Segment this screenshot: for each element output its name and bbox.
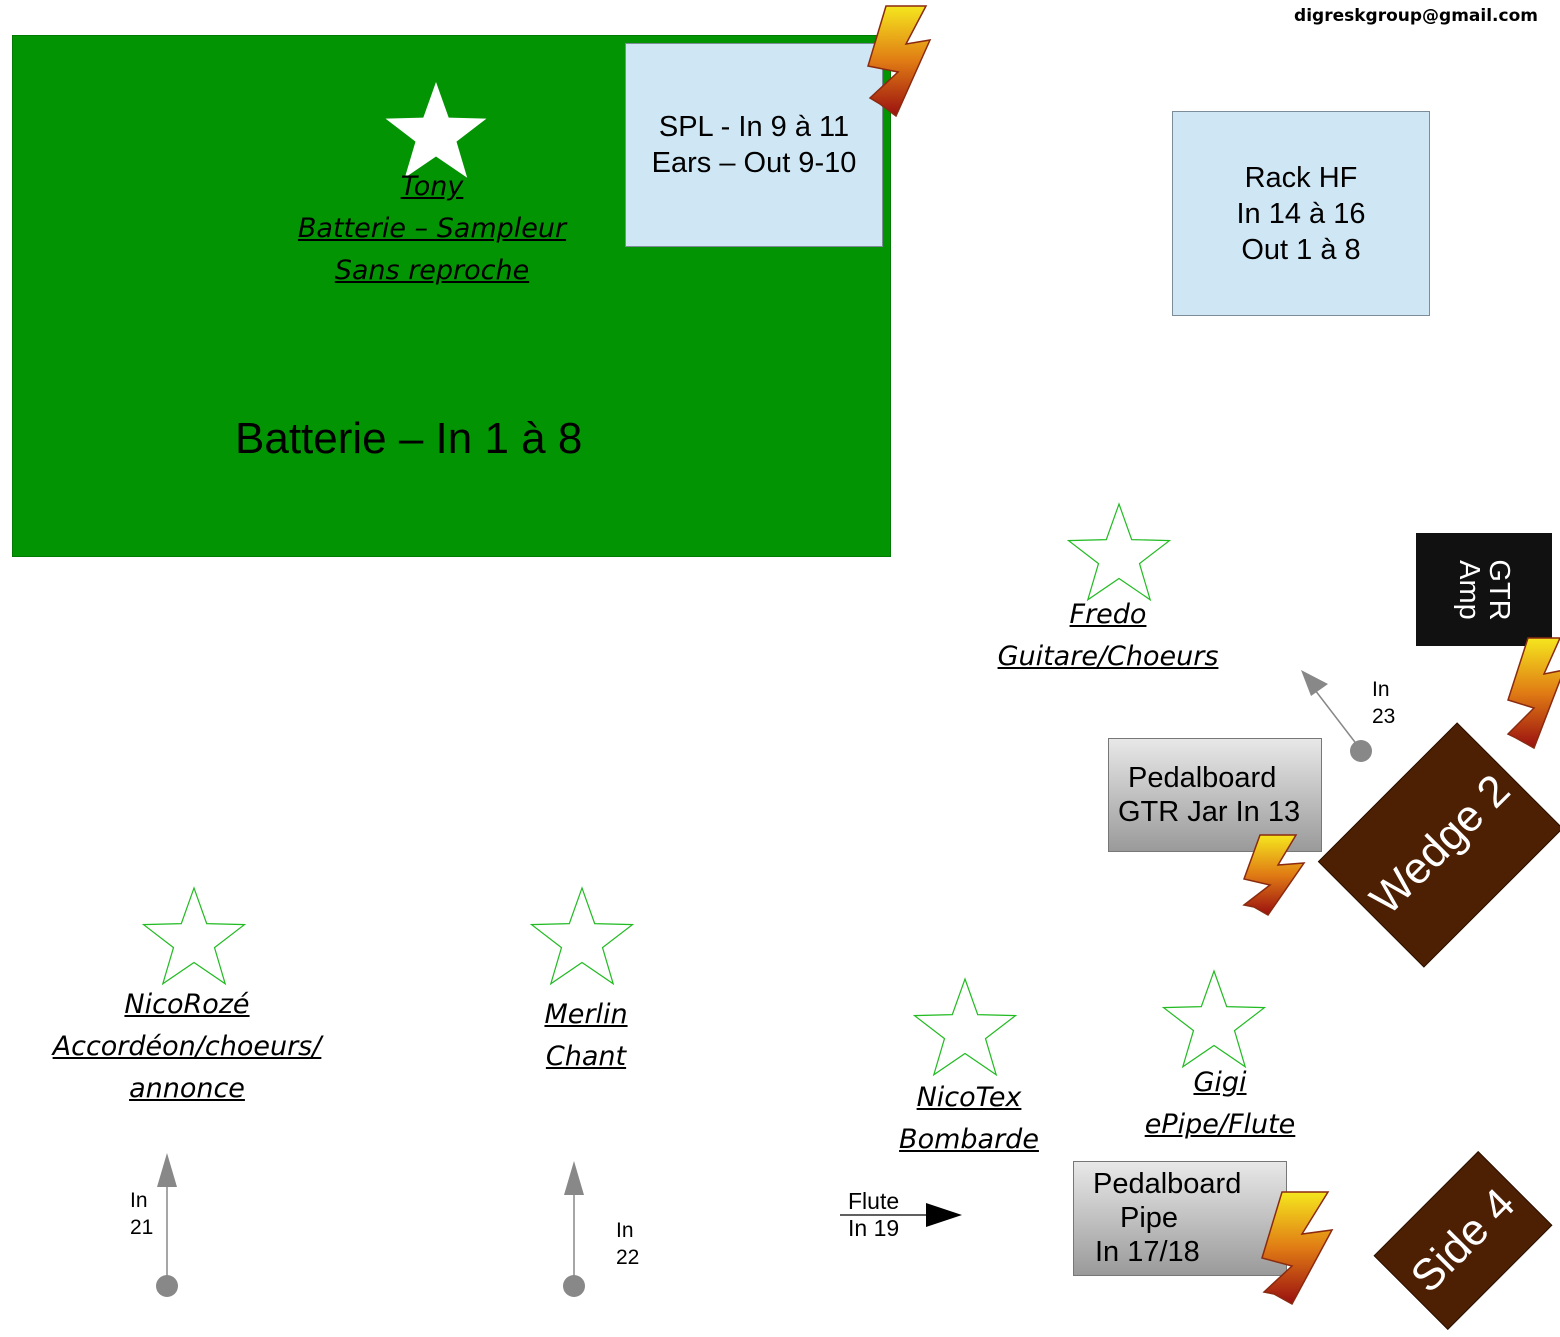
musician-merlin-name: Merlin [544, 999, 628, 1030]
contact-email: digreskgroup@gmail.com [1294, 6, 1538, 26]
musician-tony-role: Batterie – Sampleur [297, 213, 567, 244]
input-22-line1: In [616, 1219, 634, 1242]
rack-hf-line2: In 14 à 16 [1236, 197, 1366, 230]
star-icon [141, 886, 247, 986]
musician-nicotex-role: Bombarde [899, 1124, 1039, 1155]
musician-nicoroze-role: Accordéon/choeurs/ [52, 1031, 322, 1062]
musician-nicotex: NicoTex Bombarde [869, 1077, 1069, 1161]
musician-tony-name: Tony [400, 171, 464, 202]
lightning-bolt-icon [867, 5, 932, 118]
rack-hf-line1: Rack HF [1244, 161, 1358, 194]
mic-stand-icon [156, 1153, 178, 1297]
musician-fredo-role: Guitare/Choeurs [997, 641, 1219, 672]
musician-merlin: Merlin Chant [486, 994, 686, 1078]
pedalboard-gtr: Pedalboard GTR Jar In 13 [1108, 738, 1322, 852]
flute-arrow-icon [840, 1203, 962, 1227]
spl-box: SPL - In 9 à 11 Ears – Out 9-10 [625, 43, 883, 247]
musician-nicoroze-name: NicoRozé [124, 989, 250, 1020]
input-21-label: In 21 [130, 1187, 153, 1241]
rack-hf-box: Rack HF In 14 à 16 Out 1 à 8 [1172, 111, 1430, 316]
musician-nicoroze-note: annonce [129, 1073, 245, 1104]
input-23-line1: In [1372, 678, 1390, 701]
input-22-label: In 22 [616, 1217, 639, 1271]
musician-tony: Tony Batterie – Sampleur Sans reproche [252, 166, 612, 292]
musician-gigi: Gigi ePipe/Flute [1108, 1062, 1332, 1146]
musician-gigi-name: Gigi [1193, 1067, 1247, 1098]
pedalboard-pipe-line2: Pipe [1120, 1202, 1179, 1234]
musician-fredo: Fredo Guitare/Choeurs [948, 594, 1268, 678]
musician-merlin-role: Chant [545, 1041, 627, 1072]
star-icon [529, 886, 635, 986]
lightning-bolt-icon [1261, 1191, 1334, 1306]
drum-riser-label: Batterie – In 1 à 8 [235, 414, 583, 463]
musician-nicoroze: NicoRozé Accordéon/choeurs/ annonce [12, 984, 362, 1110]
input-23-label: In 23 [1372, 676, 1395, 730]
pedalboard-gtr-line2: GTR Jar In 13 [1118, 796, 1301, 828]
pedalboard-gtr-line1: Pedalboard [1128, 762, 1277, 794]
star-icon [1161, 969, 1267, 1069]
star-icon [1066, 502, 1172, 602]
musician-gigi-role: ePipe/Flute [1144, 1109, 1296, 1140]
star-icon [912, 977, 1018, 1077]
mic-stand-icon [1301, 670, 1372, 762]
spl-line2: Ears – Out 9-10 [651, 147, 857, 179]
lightning-bolt-icon [1506, 637, 1560, 750]
input-23-line2: 23 [1372, 705, 1396, 728]
flute-input-line1: Flute [848, 1188, 900, 1214]
spl-line1: SPL - In 9 à 11 [658, 111, 850, 143]
mic-stand-icon [563, 1161, 585, 1297]
input-22-line2: 22 [616, 1246, 640, 1269]
rack-hf-line3: Out 1 à 8 [1241, 233, 1361, 266]
star-icon [385, 82, 487, 178]
pedalboard-pipe: Pedalboard Pipe In 17/18 [1073, 1161, 1287, 1276]
input-21-line1: In [130, 1189, 148, 1212]
lightning-bolt-icon [1242, 834, 1306, 916]
musician-tony-note: Sans reproche [334, 255, 530, 286]
pedalboard-pipe-line1: Pedalboard [1093, 1168, 1242, 1200]
pedalboard-pipe-line3: In 17/18 [1095, 1236, 1200, 1268]
input-21-line2: 21 [130, 1216, 154, 1239]
flute-input-label: Flute In 19 [848, 1188, 899, 1242]
flute-input-line2: In 19 [848, 1215, 900, 1241]
gtr-amp: GTR Amp [1416, 533, 1552, 646]
musician-nicotex-name: NicoTex [916, 1082, 1022, 1113]
musician-fredo-name: Fredo [1069, 599, 1147, 630]
